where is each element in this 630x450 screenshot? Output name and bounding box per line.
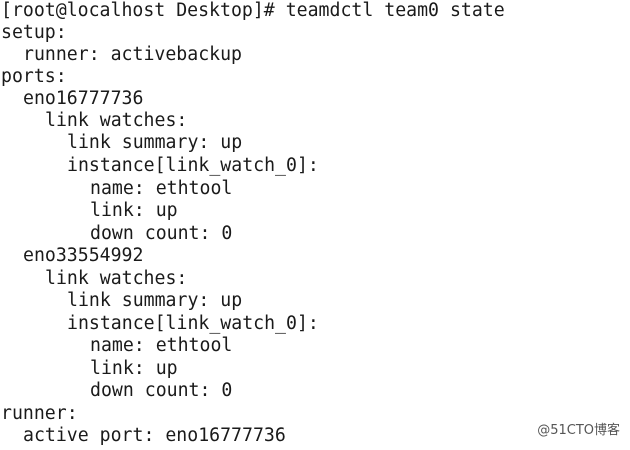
link-watches-header: link watches: <box>45 110 188 131</box>
command-prompt-line: [root@localhost Desktop]# teamdctl team0… <box>1 0 505 21</box>
port-name: eno16777736 <box>23 88 144 109</box>
link-watches-header: link watches: <box>45 268 188 289</box>
setup-header: setup: <box>1 22 67 43</box>
link-watch-instance-line: instance[link_watch_0]: <box>67 155 319 176</box>
runner-header: runner: <box>1 403 78 424</box>
watermark: @51CTO博客 <box>537 423 620 438</box>
watch-name-line: name: ethtool <box>90 178 233 199</box>
watch-name-line: name: ethtool <box>90 335 233 356</box>
link-status-line: link: up <box>90 358 178 379</box>
link-summary-line: link summary: up <box>67 132 243 153</box>
link-summary-line: link summary: up <box>67 290 243 311</box>
down-count-line: down count: 0 <box>90 380 233 401</box>
down-count-line: down count: 0 <box>90 223 233 244</box>
ports-header: ports: <box>1 66 67 87</box>
active-port-line: active port: eno16777736 <box>23 425 286 446</box>
link-watch-instance-line: instance[link_watch_0]: <box>67 313 319 334</box>
port-name: eno33554992 <box>23 245 144 266</box>
setup-runner-line: runner: activebackup <box>23 44 242 65</box>
link-status-line: link: up <box>90 200 178 221</box>
